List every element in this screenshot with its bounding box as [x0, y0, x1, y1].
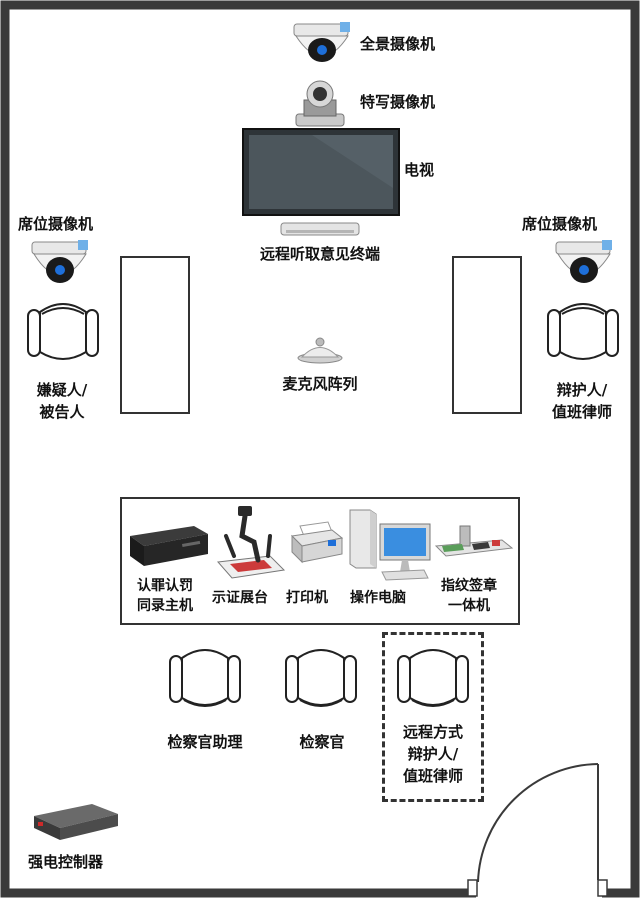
door-gap	[476, 880, 602, 900]
remote-defender-chair-icon	[397, 649, 469, 707]
defender-label-line2: 值班律师	[551, 403, 612, 421]
door-jamb-left	[467, 879, 478, 897]
recorder-host-label-line2: 同录主机	[137, 598, 193, 614]
remote-terminal-icon	[280, 222, 360, 236]
prosecutor-assistant-label: 检察官助理	[167, 733, 243, 751]
printer-icon	[290, 521, 344, 564]
remote-defender-label-line2: 辩护人/	[407, 745, 459, 763]
remote-defender-label-line1: 远程方式	[402, 723, 463, 741]
printer-label: 打印机	[286, 590, 328, 606]
power-controller-label: 强电控制器	[28, 853, 104, 871]
prosecutor-chair-icon	[285, 649, 357, 707]
power-controller-icon	[34, 804, 118, 840]
right-table	[452, 256, 522, 414]
suspect-chair-icon	[27, 303, 99, 360]
prosecutor-assistant-chair-icon	[169, 649, 241, 707]
door-jamb-right	[597, 879, 608, 897]
prosecutor-label: 检察官	[299, 733, 345, 751]
evidence-booth-icon	[216, 506, 286, 579]
tv-icon	[242, 128, 400, 216]
fingerprint-machine-icon	[434, 525, 514, 557]
closeup-camera-label: 特写摄像机	[360, 93, 436, 111]
seat-camera-right-icon	[555, 240, 612, 283]
remote-terminal-label: 远程听取意见终端	[259, 245, 380, 263]
suspect-label-line2: 被告人	[39, 403, 85, 421]
closeup-camera-icon	[295, 80, 345, 127]
suspect-label-line1: 嫌疑人/	[36, 381, 88, 399]
fingerprint-machine-label-line2: 一体机	[448, 598, 490, 614]
defender-chair-icon	[547, 303, 619, 360]
computer-label: 操作电脑	[350, 590, 406, 606]
evidence-booth-label: 示证展台	[212, 590, 268, 606]
equipment-desk	[120, 497, 520, 625]
defender-label-line1: 辩护人/	[556, 381, 608, 399]
recorder-host-label-line1: 认罪认罚	[137, 578, 193, 594]
seat-camera-left-label: 席位摄像机	[18, 215, 94, 233]
seat-camera-left-icon	[31, 240, 88, 283]
seat-camera-right-label: 席位摄像机	[522, 215, 598, 233]
door-swing-arc	[477, 763, 599, 883]
left-table	[120, 256, 190, 414]
fingerprint-machine-label-line1: 指纹签章	[441, 578, 497, 594]
remote-defender-label-line3: 值班律师	[402, 767, 463, 785]
microphone-array-label: 麦克风阵列	[282, 375, 358, 393]
recorder-host-icon	[130, 526, 208, 566]
microphone-array-icon	[297, 337, 343, 364]
panorama-camera-label: 全景摄像机	[360, 35, 436, 53]
panorama-camera-icon	[293, 22, 350, 62]
computer-icon	[349, 509, 431, 581]
remote-defender-box	[382, 632, 484, 802]
tv-label: 电视	[404, 161, 435, 179]
